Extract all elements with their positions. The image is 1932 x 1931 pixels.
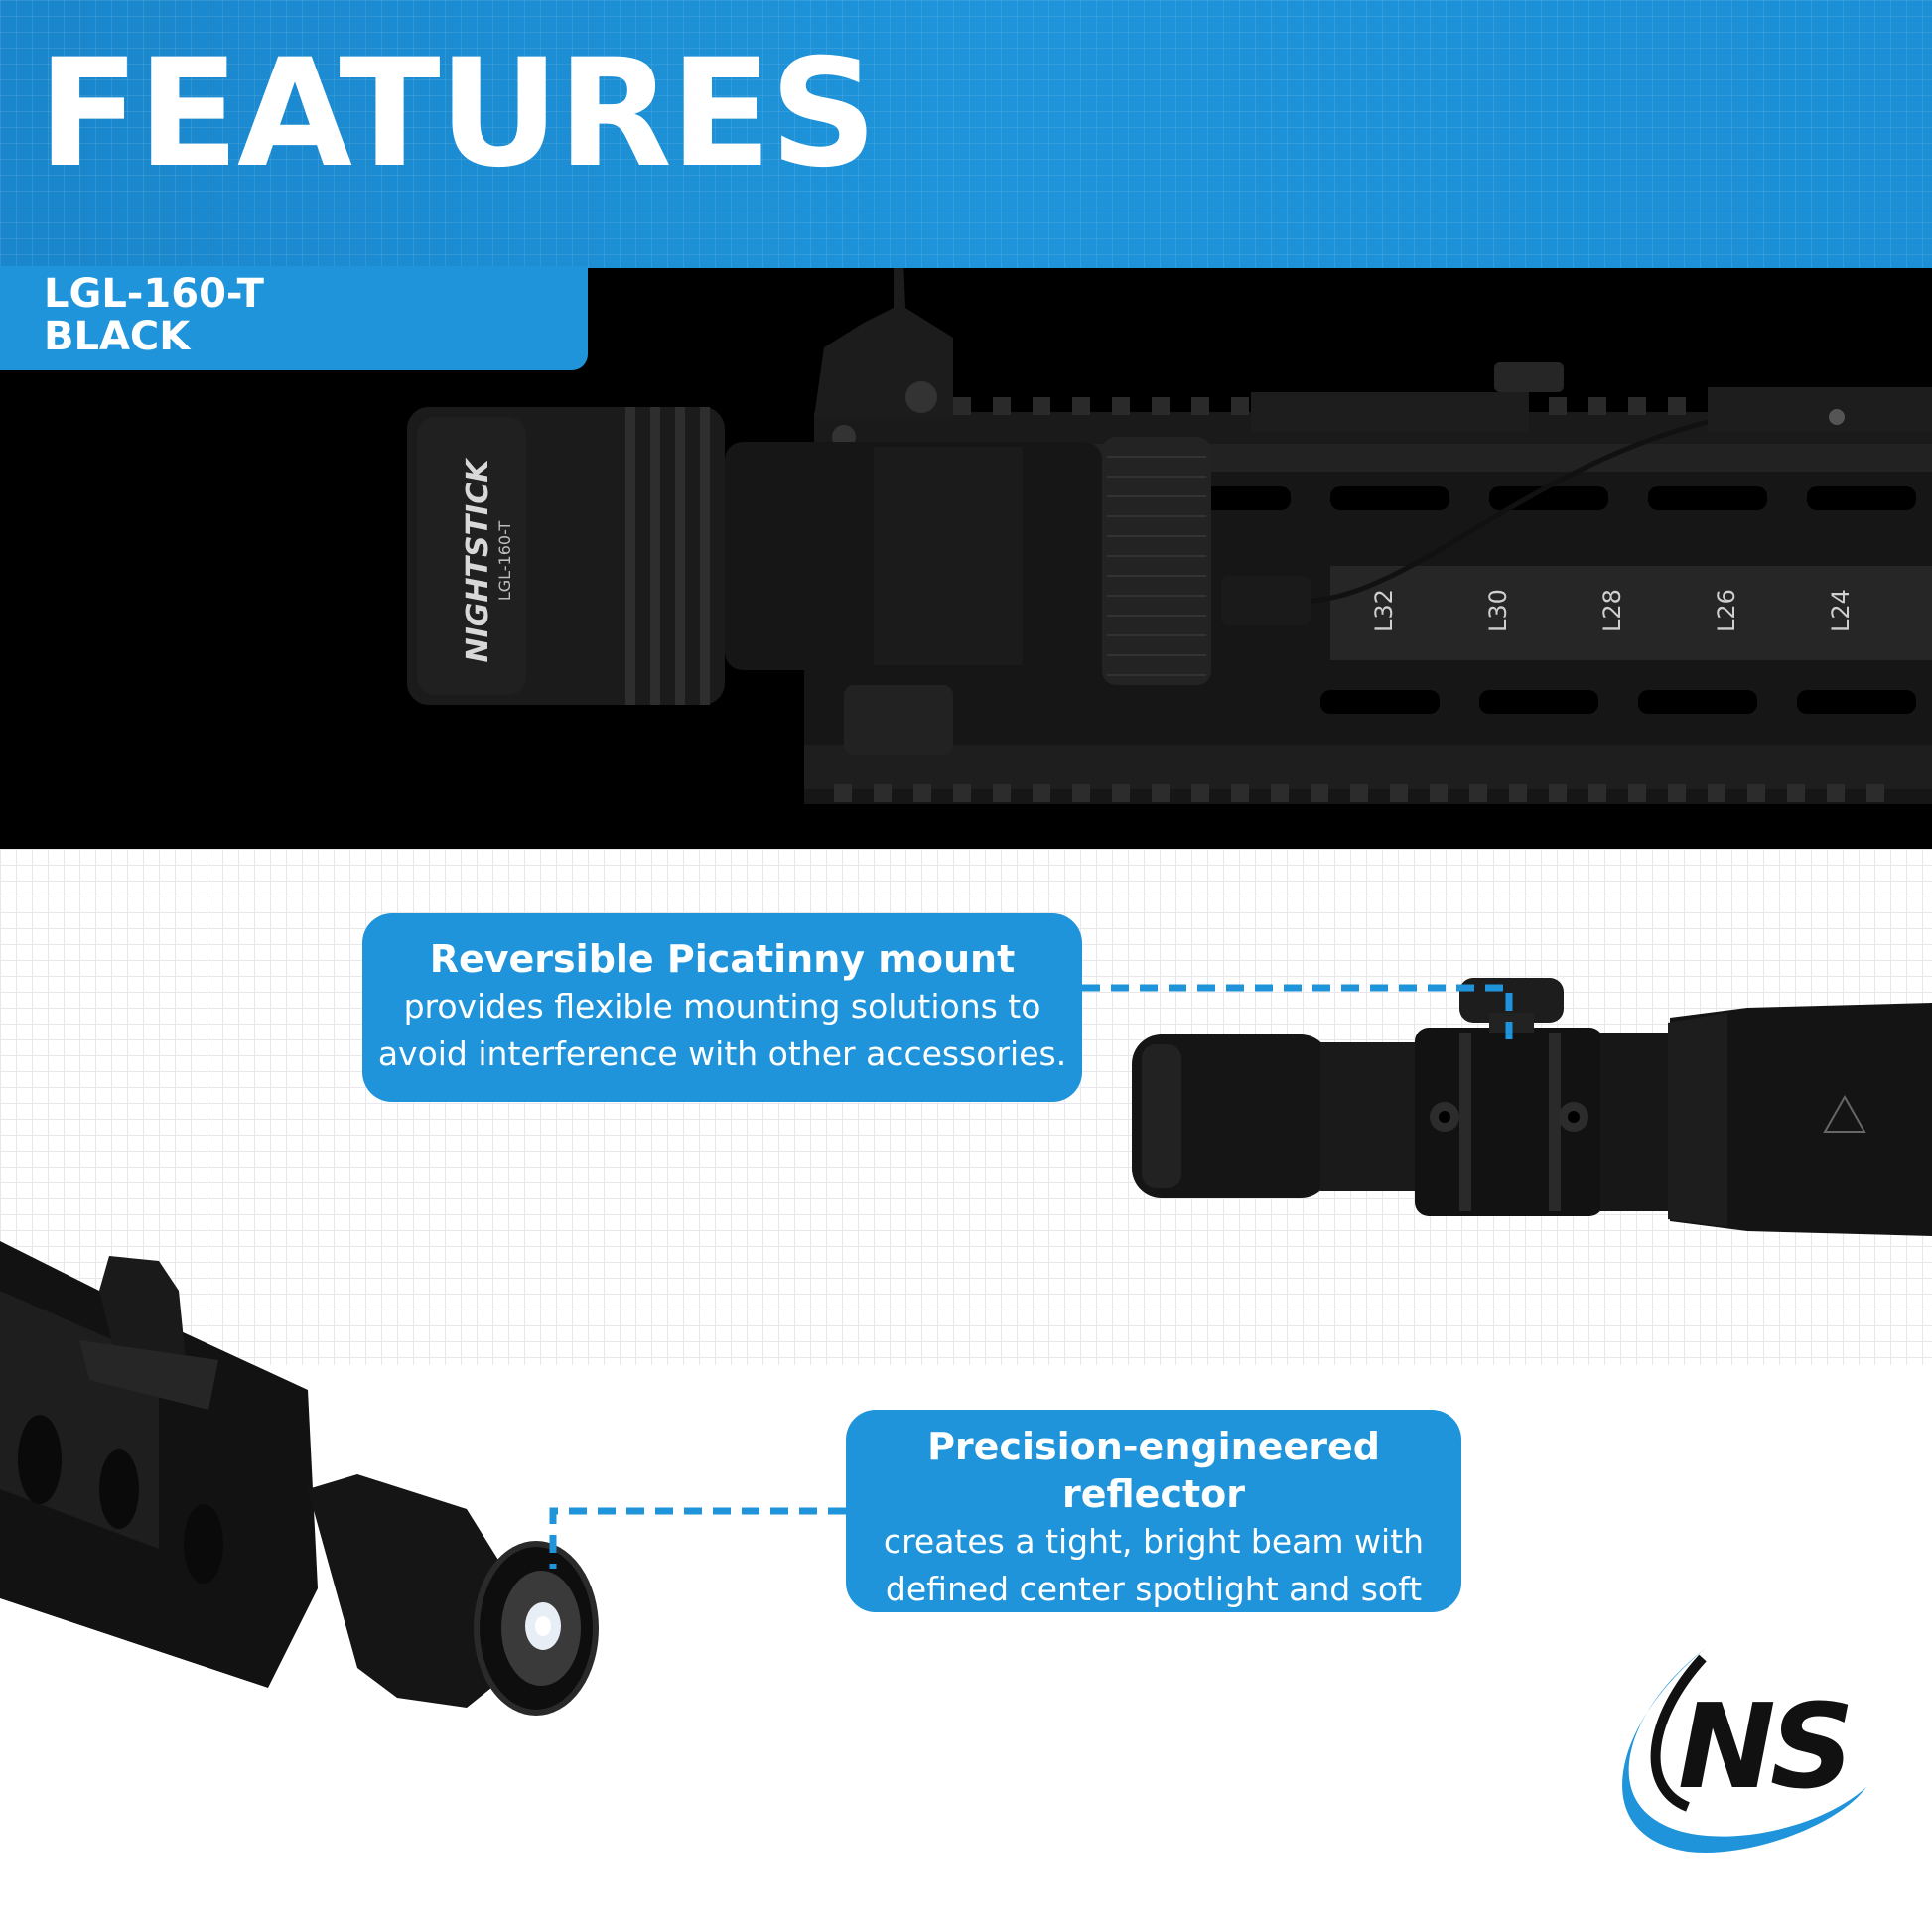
feature-title: Reversible Picatinny mount	[429, 937, 1016, 981]
feature-callout-mount: Reversible Picatinny mount provides flex…	[362, 913, 1082, 1102]
feature-callout-reflector: Precision-engineered reflector creates a…	[846, 1410, 1461, 1656]
feature-title: Precision-engineered reflector	[927, 1425, 1380, 1516]
rifle-front-view	[0, 1241, 599, 1716]
model-number: LGL-160-T	[44, 271, 264, 317]
flashlight-side-view	[1132, 978, 1932, 1236]
ns-logo: NS	[1678, 1678, 1855, 1815]
rifle-with-light-illustration	[407, 268, 1932, 804]
feature-text-line: avoid interference with other accessorie…	[377, 1034, 1067, 1073]
feature-text-line: secondary halo.	[1024, 1617, 1284, 1656]
feature-text-line: creates a tight, bright beam with	[883, 1522, 1425, 1561]
model-color: BLACK	[44, 314, 191, 359]
callout-connector	[1082, 984, 1513, 1047]
model-tab: LGL-160-T BLACK	[0, 266, 588, 370]
feature-text-line: provides flexible mounting solutions to	[403, 987, 1041, 1026]
header-banner: FEATURES	[0, 0, 1932, 268]
feature-text-line: defined center spotlight and soft	[885, 1570, 1423, 1608]
page-title: FEATURES	[38, 28, 877, 201]
ns-logo-swoosh	[1622, 1648, 1866, 1853]
callout-connector	[549, 1507, 846, 1569]
product-photo-mounted: NIGHTSTICK LGL-160-T L32 L30 L28 L26 L24	[0, 268, 1932, 849]
